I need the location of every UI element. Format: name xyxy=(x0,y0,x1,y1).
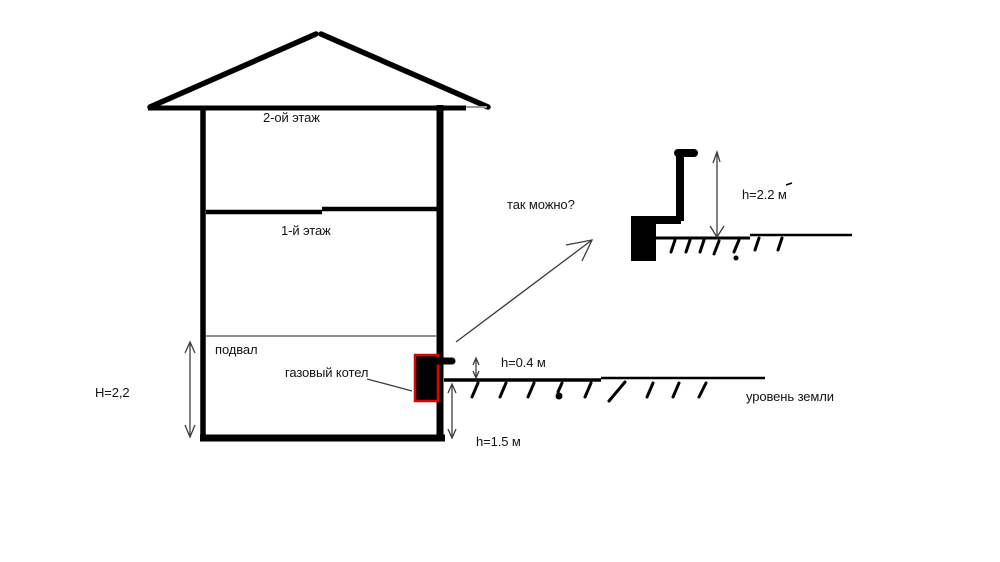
detail-ground-hatch xyxy=(776,236,784,252)
gas-boiler xyxy=(413,353,440,403)
ground-hatch-dot xyxy=(555,392,563,400)
ground-hatch xyxy=(526,381,536,399)
ground-hatch xyxy=(498,381,508,399)
detail-ground-hatch xyxy=(732,238,741,254)
ground-hatch-long xyxy=(607,380,627,403)
arrowhead-down xyxy=(184,424,196,439)
ground-hatch xyxy=(697,381,708,399)
arrowhead-down xyxy=(447,428,457,440)
question-label: так можно? xyxy=(507,197,575,212)
roof-left-slope xyxy=(147,31,319,110)
boiler-leader-line xyxy=(366,378,413,392)
ground-hatch xyxy=(583,381,593,399)
roof-right-slope xyxy=(318,31,491,110)
stray-dash-mark xyxy=(785,182,793,186)
detail-ground-hatch xyxy=(753,236,761,252)
ground-hatch xyxy=(645,381,655,399)
detail-sketch xyxy=(631,149,852,261)
gas-boiler-label: газовый котел xyxy=(285,365,369,380)
detail-ground-hatch xyxy=(712,239,721,256)
ground-level-label: уровень земли xyxy=(746,389,834,404)
basement-depth-label: h=1.5 м xyxy=(476,434,521,449)
measure-arrows xyxy=(184,239,594,440)
first-floor-label: 1-й этаж xyxy=(281,223,331,238)
ground-hatch xyxy=(556,381,564,394)
arrowhead-up xyxy=(472,356,480,366)
basement-label: подвал xyxy=(215,342,258,357)
house-outline xyxy=(147,31,491,442)
arrowhead-up xyxy=(712,149,721,164)
arrowhead-up xyxy=(447,382,457,394)
pipe-height-label: h=0.4 м xyxy=(501,355,546,370)
detail-boiler xyxy=(631,216,656,261)
main-ground xyxy=(444,376,765,403)
question-pointer-arrow xyxy=(455,239,593,343)
flue-height-label: h=2.2 м xyxy=(742,187,787,202)
ground-hatch xyxy=(671,381,681,399)
arrowhead-down xyxy=(709,225,725,239)
boiler-group xyxy=(366,353,456,403)
ground-hatch xyxy=(470,381,480,399)
detail-hatch-dot xyxy=(733,255,739,261)
arrowhead-diagonal xyxy=(565,239,594,262)
detail-ground-hatch xyxy=(684,238,692,254)
basement-height-label: H=2,2 xyxy=(95,385,130,400)
arrowhead-down xyxy=(472,370,480,380)
detail-ground-hatch xyxy=(698,238,706,254)
detail-ground-hatch xyxy=(669,238,677,254)
second-floor-label: 2-ой этаж xyxy=(263,110,320,125)
arrowhead-up xyxy=(184,340,196,354)
